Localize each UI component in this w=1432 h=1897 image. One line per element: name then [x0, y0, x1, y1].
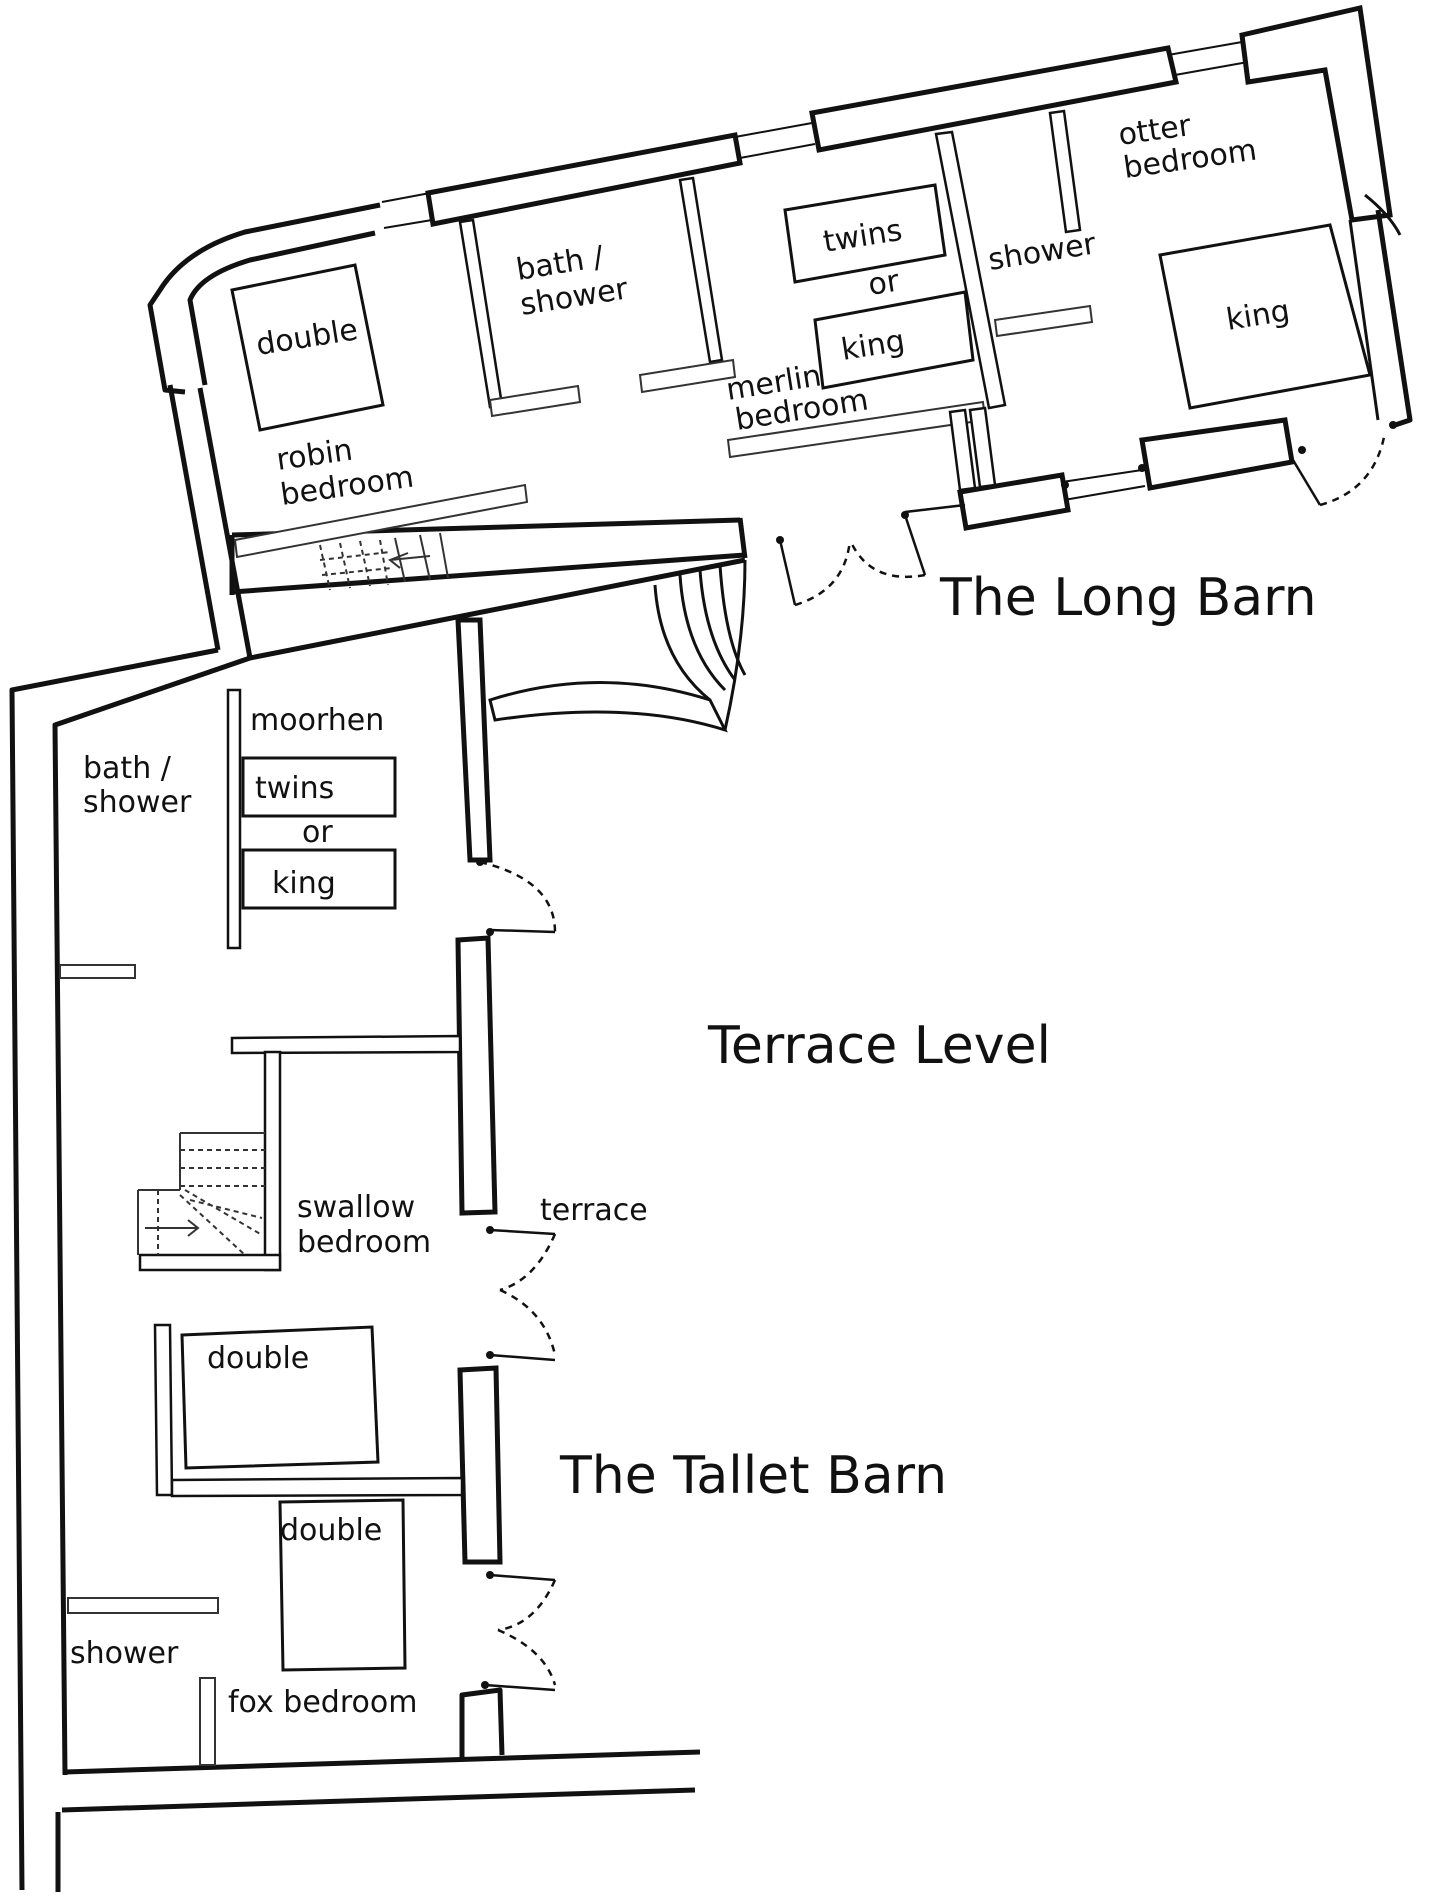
merlin-or-label: or	[866, 263, 902, 302]
tallet-beds	[180, 756, 407, 1672]
otter-shower-label: shower	[986, 226, 1099, 278]
tallet-double-label-2: double	[280, 1513, 382, 1548]
tallet-double-label-1: double	[207, 1341, 309, 1376]
tallet-doors	[476, 858, 557, 1692]
fox-room-label: fox bedroom	[228, 1685, 417, 1720]
area-titles: The Long Barn Terrace Level The Tallet B…	[559, 568, 1317, 1506]
tallet-partitions	[59, 688, 464, 1766]
swallow-room-label-1: swallow	[297, 1190, 415, 1225]
tallet-double-bed-2	[278, 1498, 407, 1672]
tallet-barn-title: The Tallet Barn	[559, 1446, 947, 1506]
fox-shower-label: shower	[70, 1636, 179, 1671]
merlin-twins-bed	[783, 183, 947, 284]
moorhen-king-bed	[241, 848, 397, 910]
swallow-stairs	[137, 1132, 265, 1256]
long-barn-front-wall	[957, 417, 1387, 531]
long-barn-end-wall	[1348, 193, 1413, 429]
robin-double-bed	[230, 263, 385, 432]
moorhen-room-label: moorhen	[250, 703, 384, 738]
swallow-room-label-2: bedroom	[297, 1225, 431, 1260]
terrace-level-title: Terrace Level	[707, 1016, 1051, 1076]
long-barn-entrance	[776, 503, 966, 607]
otter-king-bed	[1158, 223, 1372, 410]
tallet-barn-walls	[9, 647, 701, 1892]
moorhen-twins-bed	[241, 756, 397, 818]
moorhen-king-label: king	[272, 866, 336, 901]
long-barn-rear-wall	[381, 4, 1393, 229]
moorhen-bath-label-1: bath /	[83, 751, 172, 786]
merlin-king-bed	[813, 290, 975, 390]
moorhen-twins-label: twins	[255, 771, 334, 806]
long-barn-partitions	[233, 109, 1094, 559]
terrace-label: terrace	[540, 1193, 648, 1228]
long-barn-title: The Long Barn	[939, 568, 1317, 628]
tallet-corridor-walls	[455, 617, 503, 1565]
moorhen-or-label: or	[302, 815, 333, 850]
robin-stairs	[319, 532, 449, 591]
long-barn-beds	[230, 183, 1372, 432]
tallet-double-bed-1	[180, 1325, 380, 1470]
room-labels: double robin bedroom bath / shower twins…	[70, 108, 1292, 1720]
curved-wall-feature	[488, 559, 747, 733]
moorhen-bath-label-2: shower	[83, 785, 192, 820]
